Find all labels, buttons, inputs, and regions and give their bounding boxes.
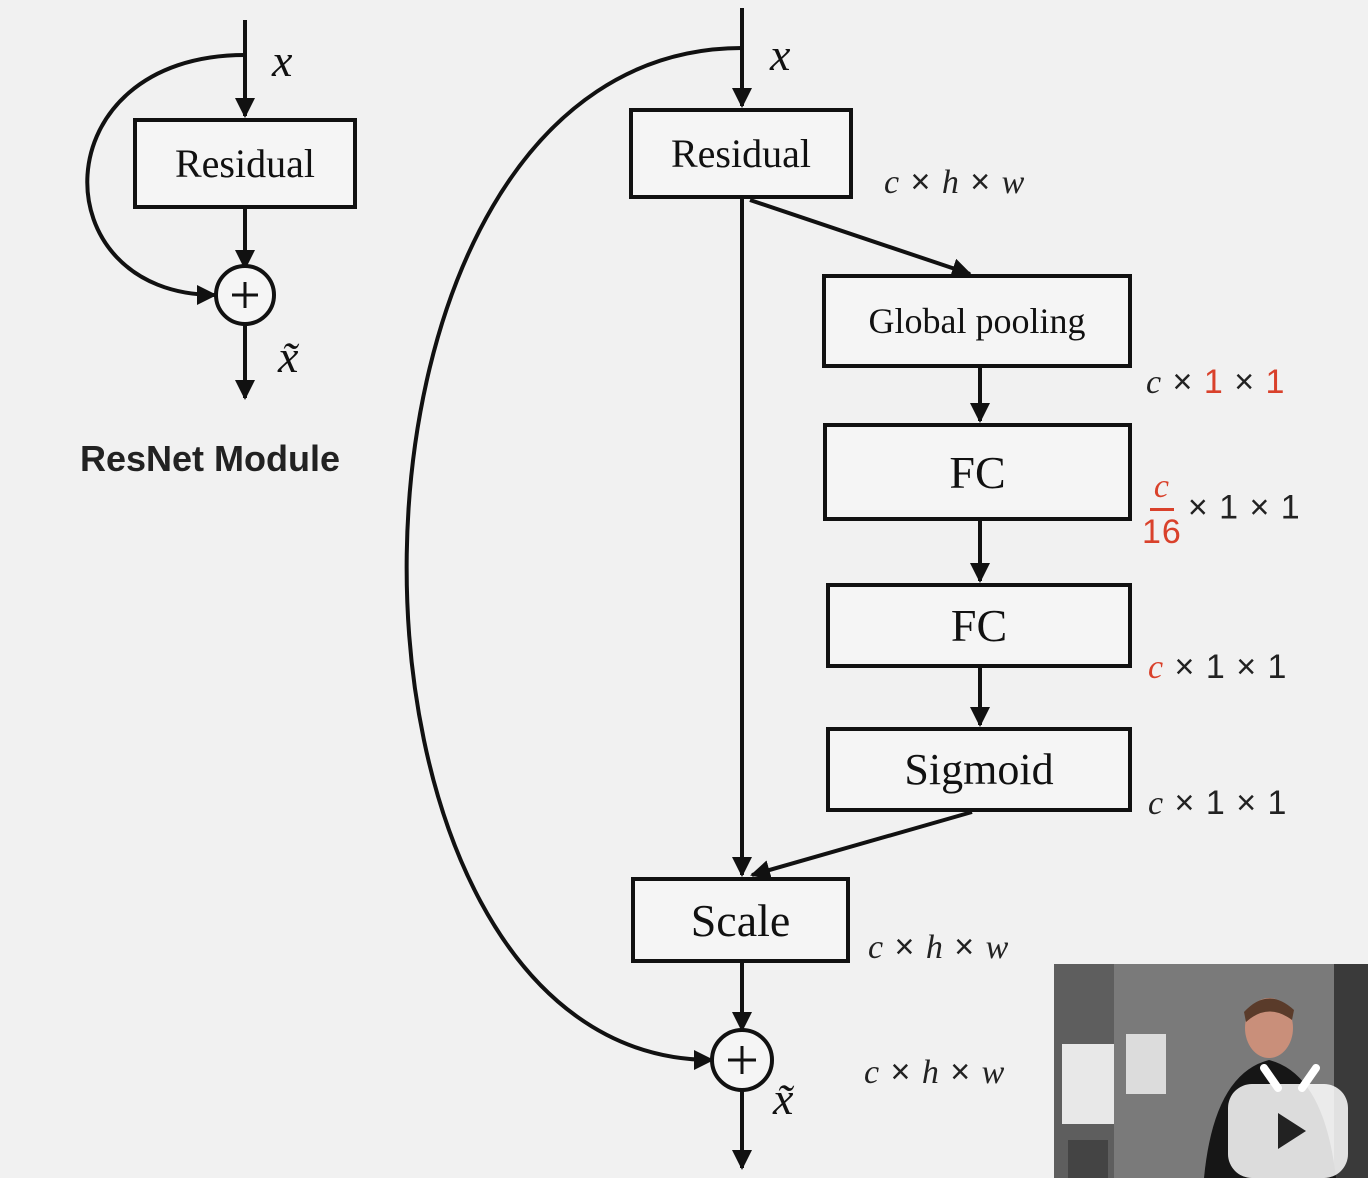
video-overlay[interactable] bbox=[1054, 964, 1368, 1178]
fc2-label: FC bbox=[950, 600, 1008, 651]
se-residual-to-pooling-arrow bbox=[749, 198, 972, 278]
dim-sigmoid: c × 1 × 1 bbox=[1148, 784, 1288, 822]
se-residual-box: Residual bbox=[629, 108, 853, 199]
resnet-skip-connection bbox=[85, 53, 246, 305]
se-sigmoid-to-scale-arrow bbox=[750, 810, 973, 880]
resnet-output-label: x̃ bbox=[278, 331, 299, 382]
fc1-label: FC bbox=[949, 446, 1006, 498]
se-skip-connection bbox=[404, 46, 743, 1070]
resnet-input-label: x bbox=[272, 35, 293, 86]
fc2-box: FC bbox=[826, 583, 1132, 668]
dim-residual: c × h × w bbox=[884, 163, 1026, 201]
fc1-box: FC bbox=[823, 423, 1132, 521]
dim-fc2: c × 1 × 1 bbox=[1148, 648, 1288, 686]
scale-label: Scale bbox=[690, 894, 791, 946]
bilibili-tv-icon bbox=[1236, 1050, 1238, 1052]
se-output-label: x̃ bbox=[773, 1073, 794, 1124]
play-button[interactable] bbox=[1228, 1084, 1348, 1178]
play-icon bbox=[1278, 1113, 1306, 1149]
global-pooling-box: Global pooling bbox=[822, 274, 1132, 368]
sigmoid-label: Sigmoid bbox=[904, 745, 1054, 794]
global-pooling-label: Global pooling bbox=[868, 301, 1086, 341]
tv-antenna-icon bbox=[1260, 1064, 1320, 1092]
dim-pooling: c × 1 × 1 bbox=[1146, 363, 1286, 401]
se-input-label: x bbox=[770, 29, 791, 80]
resnet-caption: ResNet Module bbox=[80, 438, 341, 479]
resnet-residual-label: Residual bbox=[175, 141, 315, 186]
dim-sum: c × h × w bbox=[864, 1053, 1006, 1091]
resnet-residual-box: Residual bbox=[133, 118, 357, 209]
sigmoid-box: Sigmoid bbox=[826, 727, 1132, 812]
se-residual-label: Residual bbox=[671, 131, 811, 176]
dim-scale: c × h × w bbox=[868, 928, 1010, 966]
scale-box: Scale bbox=[631, 877, 850, 963]
